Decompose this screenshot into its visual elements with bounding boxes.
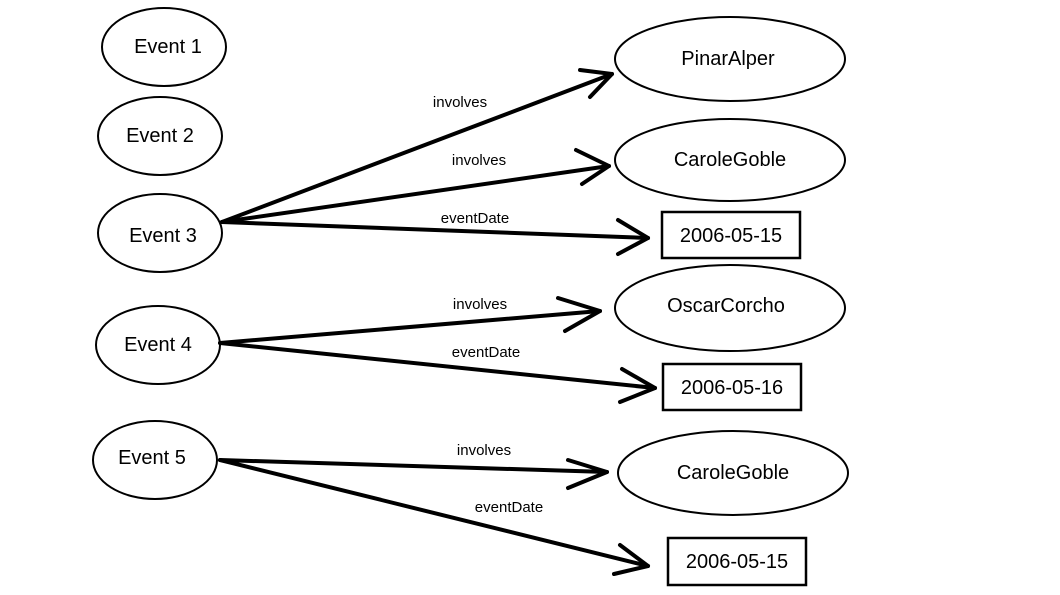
literal-date-1-label: 2006-05-15	[680, 225, 782, 247]
node-event-1-label: Event 1	[134, 36, 202, 58]
node-pinar-alper-label: PinarAlper	[681, 48, 775, 70]
edge-event3-involves-pinar-alper: involves	[220, 68, 614, 224]
edge-label-eventdate-3: eventDate	[475, 499, 543, 516]
node-event-5: Event 5	[92, 420, 218, 500]
node-event-2: Event 2	[97, 96, 223, 176]
edge-label-eventdate-2: eventDate	[452, 344, 520, 361]
node-event-5-label: Event 5	[118, 447, 186, 469]
node-carole-goble-2: CaroleGoble	[617, 430, 849, 516]
node-event-4-label: Event 4	[124, 334, 192, 356]
node-event-1: Event 1	[101, 7, 227, 87]
node-carole-goble-1-label: CaroleGoble	[674, 149, 786, 171]
edge-event3-involves-carole-goble: involves	[220, 148, 611, 224]
node-carole-goble-2-label: CaroleGoble	[677, 462, 789, 484]
edge-event4-involves-oscar-corcho: involves	[218, 296, 602, 345]
node-oscar-corcho: OscarCorcho	[614, 264, 846, 352]
edge-label-involves-4: involves	[457, 442, 511, 459]
edge-event5-eventdate-date3: eventDate	[218, 458, 650, 576]
edge-event3-eventdate-date1: eventDate	[220, 210, 650, 256]
node-event-3-label: Event 3	[129, 225, 197, 247]
edge-label-involves-2: involves	[452, 152, 506, 169]
node-pinar-alper: PinarAlper	[614, 16, 846, 102]
node-carole-goble-1: CaroleGoble	[614, 118, 846, 202]
node-event-2-label: Event 2	[126, 125, 194, 147]
node-event-3: Event 3	[97, 193, 223, 273]
edge-event5-involves-carole-goble: involves	[218, 442, 609, 490]
edge-label-eventdate-1: eventDate	[441, 210, 509, 227]
literal-date-2: 2006-05-16	[661, 362, 803, 412]
literal-date-3-label: 2006-05-15	[686, 551, 788, 573]
literal-date-2-label: 2006-05-16	[681, 377, 783, 399]
node-event-4: Event 4	[95, 305, 221, 385]
edge-event4-eventdate-date2: eventDate	[218, 341, 657, 404]
edge-label-involves-3: involves	[453, 296, 507, 313]
literal-date-1: 2006-05-15	[660, 210, 802, 260]
edge-label-involves-1: involves	[433, 94, 487, 111]
literal-date-3: 2006-05-15	[666, 536, 808, 587]
node-oscar-corcho-label: OscarCorcho	[667, 295, 785, 317]
